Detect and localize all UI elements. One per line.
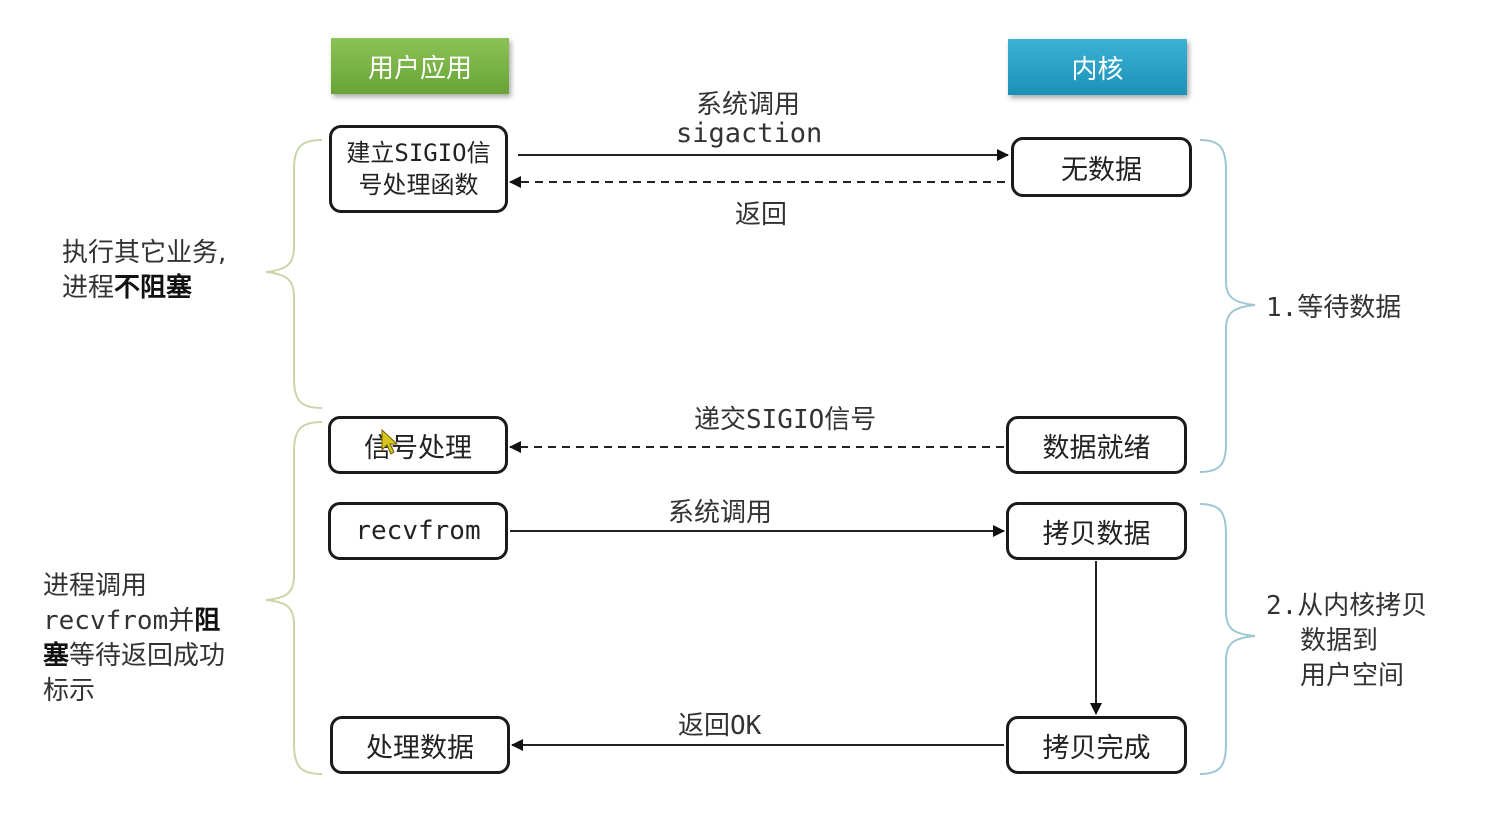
no-data-box: 无数据	[1011, 137, 1192, 197]
register-box-line-1: 建立SIGIO信	[346, 139, 491, 167]
no-data-label: 无数据	[1061, 154, 1142, 186]
register-sigio-handler-box: 建立SIGIO信 号处理函数	[329, 125, 508, 213]
copy-done-label: 拷贝完成	[1042, 732, 1151, 764]
copy-done-box: 拷贝完成	[1006, 716, 1187, 774]
stage-copy-label: 2.从内核拷贝 数据到 用户空间	[1266, 589, 1427, 694]
data-ready-label: 数据就绪	[1042, 432, 1151, 464]
note-nonblocking-line-1: 执行其它业务,	[62, 238, 227, 268]
syscall-label-1: 系统调用	[696, 90, 801, 120]
signal-handle-box: 信号处理	[328, 416, 508, 474]
copy-data-box: 拷贝数据	[1006, 502, 1187, 560]
return-ok-label: 返回OK	[678, 711, 762, 741]
syscall-label-2: 系统调用	[668, 498, 773, 528]
brace-nonblock	[265, 139, 323, 409]
stage-copy-line-2: 数据到	[1300, 626, 1379, 656]
data-ready-box: 数据就绪	[1006, 416, 1187, 474]
mouse-cursor-icon	[381, 428, 399, 455]
note-blocking-line-3: 塞等待返回成功	[43, 641, 226, 671]
brace-block	[265, 421, 323, 775]
note-blocking-line-2: recvfrom并阻	[43, 606, 221, 636]
recvfrom-label: recvfrom	[355, 516, 481, 546]
copy-data-label: 拷贝数据	[1042, 518, 1151, 550]
note-nonblocking: 执行其它业务, 进程不阻塞	[62, 236, 226, 306]
note-blocking-line-4: 标示	[43, 676, 96, 706]
process-data-box: 处理数据	[330, 716, 510, 774]
recvfrom-box: recvfrom	[328, 502, 508, 560]
user-app-header: 用户应用	[331, 38, 509, 94]
stage-copy-line-1: 2.从内核拷贝	[1266, 591, 1428, 621]
note-blocking-line-1: 进程调用	[43, 571, 148, 601]
stage-wait-label: 1.等待数据	[1266, 293, 1402, 323]
note-nonblocking-line-2: 进程不阻塞	[62, 273, 193, 303]
sigaction-label: sigaction	[676, 118, 823, 149]
return-label: 返回	[735, 200, 788, 230]
stage-copy-line-3: 用户空间	[1300, 661, 1405, 691]
note-blocking: 进程调用 recvfrom并阻 塞等待返回成功 标示	[43, 569, 225, 709]
brace-wait	[1199, 139, 1256, 473]
brace-copy	[1199, 503, 1256, 775]
kernel-header: 内核	[1008, 39, 1187, 95]
deliver-signal-label: 递交SIGIO信号	[694, 405, 877, 435]
process-data-label: 处理数据	[366, 732, 474, 764]
register-box-line-2: 号处理函数	[358, 171, 479, 199]
